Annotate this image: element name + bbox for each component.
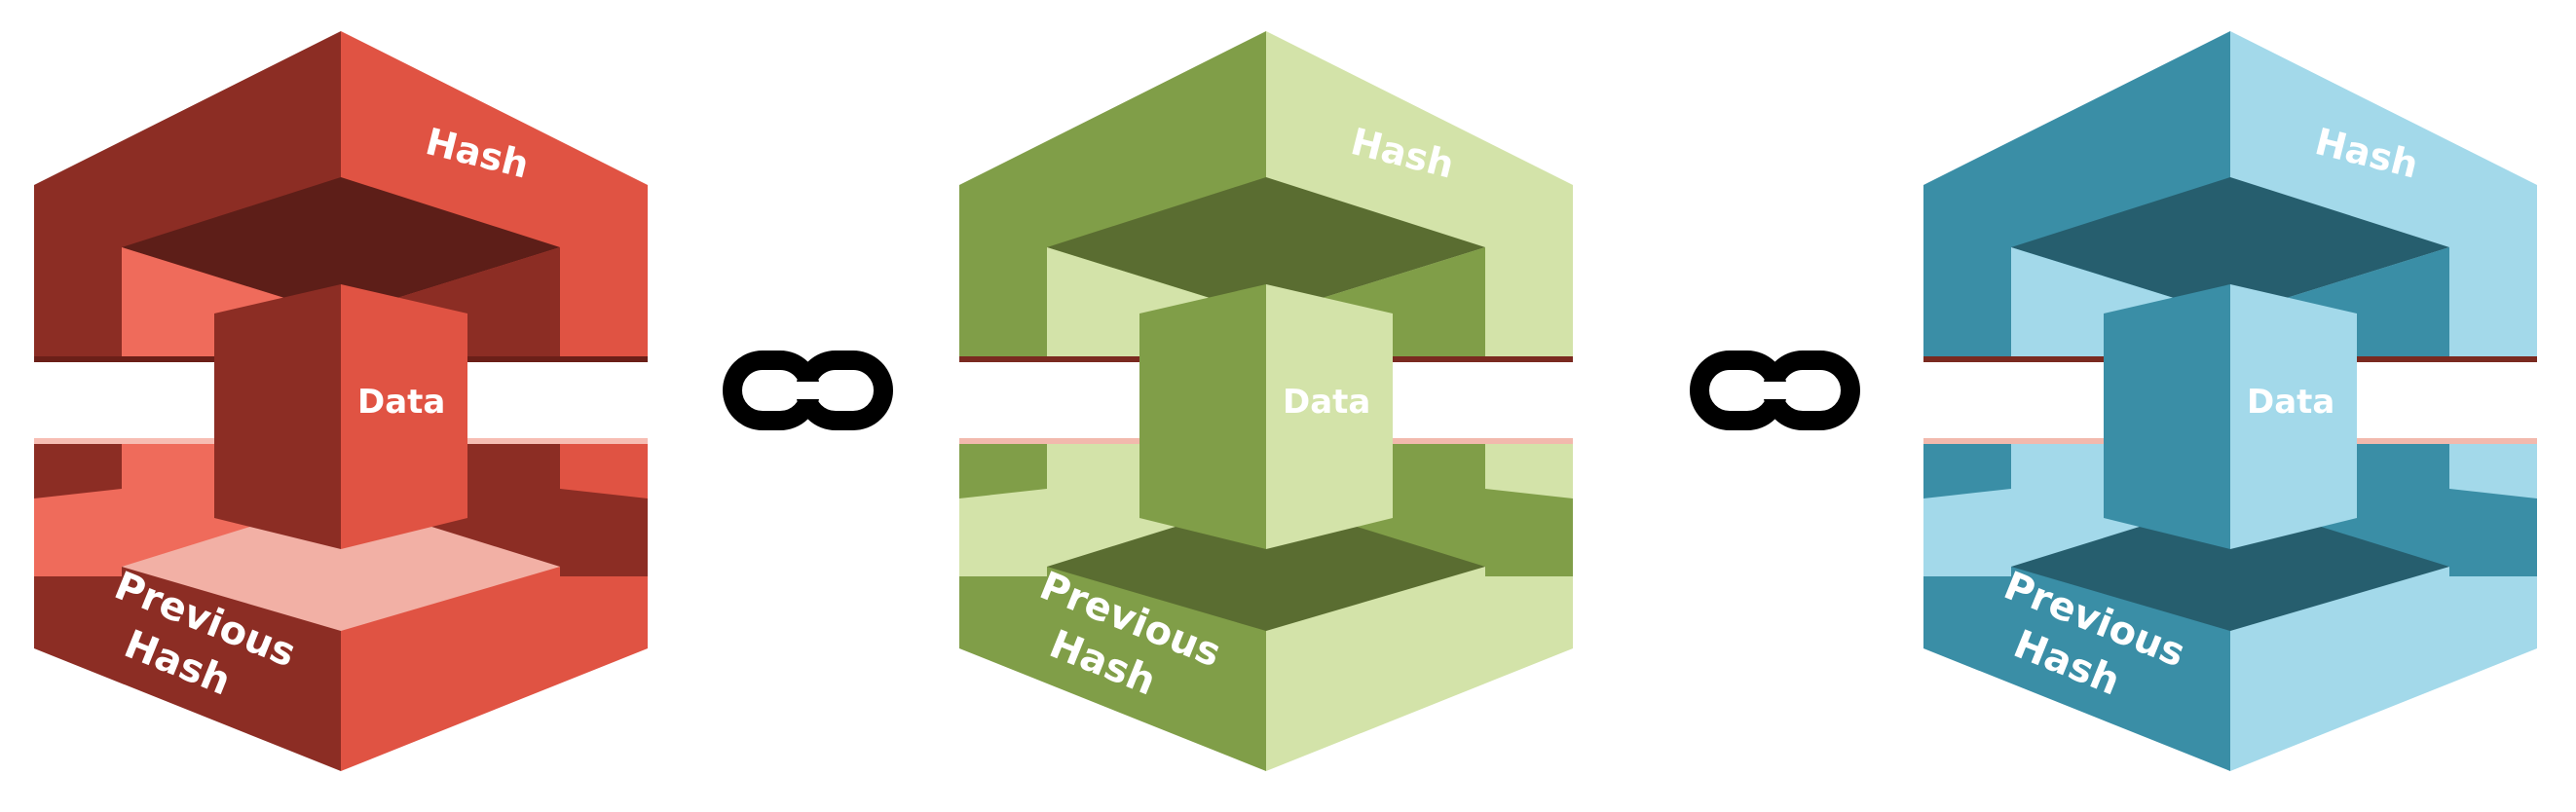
block-1-right-cut (560, 489, 648, 576)
block-2-upper-right-face (1266, 31, 1573, 185)
block-1-left-cut (34, 489, 122, 576)
block-1-data-cube-right (341, 284, 467, 549)
block-3-right-cut (2449, 489, 2537, 576)
block-2-left-cut (959, 489, 1047, 576)
block-2-right-cut (1485, 489, 1573, 576)
chain-link-icon (723, 351, 893, 430)
block-2-data-cube-right (1266, 284, 1393, 549)
chain-link-icon (1690, 351, 1860, 430)
block-3-upper-recess-ceiling (2011, 177, 2449, 315)
block-1-data-cube-left (214, 284, 341, 549)
block-3-data-cube-left (2104, 284, 2230, 549)
block-2-data-cube-left (1139, 284, 1266, 549)
block-1-upper-right-face (341, 31, 648, 185)
block-3-lower-left-face (1923, 648, 2230, 771)
block-2-lower-right-face (1266, 648, 1573, 771)
block-3-left-cut (1923, 489, 2011, 576)
block-2-lower-left-face (959, 648, 1266, 771)
block-3: Hash Data Previous Hash (1919, 31, 2542, 771)
block-3-data-label: Data (2247, 383, 2334, 422)
block-2-upper-left-face (959, 31, 1266, 185)
block-2-data-label: Data (1283, 383, 1370, 422)
block-3-lower-right-face (2230, 648, 2537, 771)
block-1-lower-recess-floor (122, 498, 560, 631)
block-1: Hash Data Previous Hash (29, 31, 653, 771)
block-3-upper-left-face (1923, 31, 2230, 185)
block-1-data-label: Data (357, 383, 445, 422)
block-1-lower-right-face (341, 648, 648, 771)
block-1-upper-recess-ceiling (122, 177, 560, 315)
block-2: Hash Data Previous Hash (954, 31, 1578, 771)
block-2-lower-recess-floor (1047, 498, 1485, 631)
block-2-upper-recess-ceiling (1047, 177, 1485, 315)
block-3-data-cube-right (2230, 284, 2357, 549)
block-3-upper-right-face (2230, 31, 2537, 185)
block-3-lower-recess-floor (2011, 498, 2449, 631)
block-1-lower-left-face (34, 648, 341, 771)
block-1-upper-left-face (34, 31, 341, 185)
